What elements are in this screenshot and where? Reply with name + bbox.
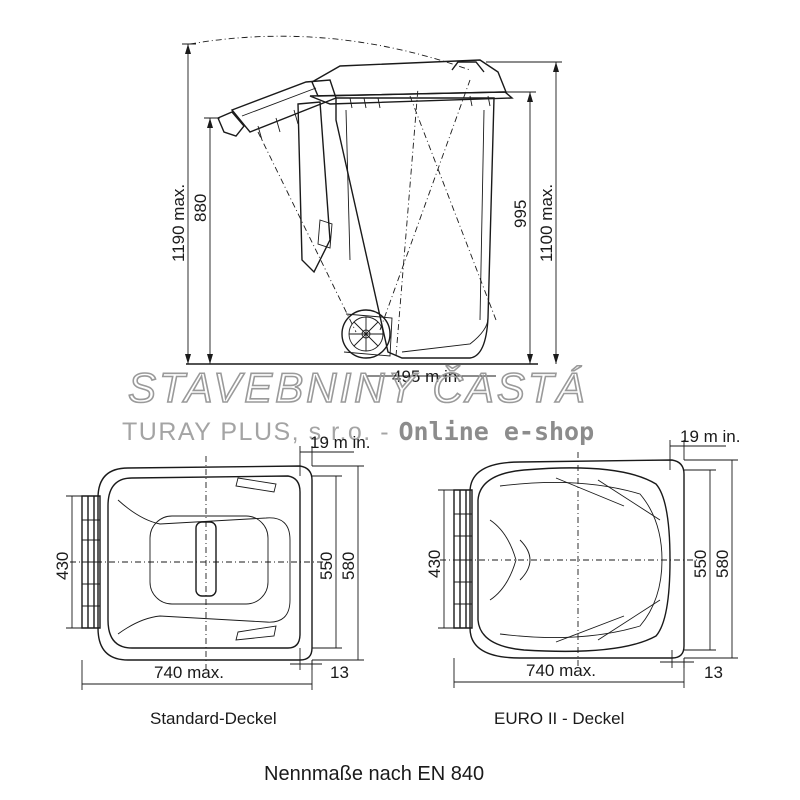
euro-lid-ridge xyxy=(489,519,531,601)
watermark: STAVEBNINY ČASTÁ TURAY PLUS, s.r.o. - On… xyxy=(122,363,594,446)
euro-label-19-min: 19 m in. xyxy=(680,427,740,446)
watermark-shop: Online e-shop xyxy=(398,417,594,446)
standard-label-580: 580 xyxy=(339,552,358,580)
arrow-1190-top xyxy=(185,44,191,54)
tilt-line-1 xyxy=(257,131,357,333)
standard-label-430: 430 xyxy=(53,552,72,580)
dim-line-1100 xyxy=(486,61,562,364)
lid-swing-arc xyxy=(189,35,471,71)
rim-teeth xyxy=(349,95,491,109)
euro-dim-19 xyxy=(669,440,726,470)
euro-lid-outline xyxy=(477,467,671,653)
label-1100-max: 1100 max. xyxy=(537,184,556,262)
rear-column-grip xyxy=(317,219,333,249)
wheel xyxy=(341,309,393,359)
arrow-1190-bottom xyxy=(185,354,191,364)
side-view: 1190 max. 880 995 1100 max. 495 m in. xyxy=(169,35,562,386)
top-view-euro: 430 550 580 740 max. 19 m in. 13 EURO II… xyxy=(425,427,740,728)
standard-dim-430 xyxy=(66,495,82,629)
euro-label-550: 550 xyxy=(691,550,710,578)
standard-clips xyxy=(235,477,277,641)
arrow-1100-bottom xyxy=(553,354,559,364)
euro-label-740-max: 740 max. xyxy=(526,661,596,680)
standard-outer-outline xyxy=(97,465,313,661)
euro-label-430: 430 xyxy=(425,550,444,578)
standard-label-13: 13 xyxy=(330,663,349,682)
closed-lid xyxy=(311,59,508,97)
dim-line-880 xyxy=(204,117,220,364)
tilt-line-2 xyxy=(379,79,471,331)
euro-label-580: 580 xyxy=(713,550,732,578)
top-view-standard: 430 550 580 740 max. 19 m in. 13 Standar… xyxy=(53,433,370,728)
bin-body-outline xyxy=(335,97,495,359)
open-lid xyxy=(230,79,337,133)
standard-dim-580 xyxy=(312,465,364,661)
euro-lid-cross xyxy=(555,477,661,643)
euro-outer-outline xyxy=(469,459,685,659)
euro-dim-430 xyxy=(438,489,454,629)
arrow-995-bottom xyxy=(527,354,533,364)
arrow-880-bottom xyxy=(207,354,213,364)
label-995: 995 xyxy=(511,200,530,228)
standard-hinge-ribs xyxy=(82,519,100,607)
standard-dim-13 xyxy=(290,648,322,670)
standard-lid-outline xyxy=(107,475,301,649)
dim-line-995 xyxy=(506,91,536,364)
tilt-line-3 xyxy=(409,95,497,321)
euro-dim-550 xyxy=(684,469,716,651)
standard-label-19-min: 19 m in. xyxy=(310,433,370,452)
arrow-880-top xyxy=(207,118,213,128)
dim-line-1190 xyxy=(182,43,196,364)
watermark-company-name: TURAY PLUS, s.r.o. - xyxy=(122,418,398,446)
euro-caption: EURO II - Deckel xyxy=(494,709,624,728)
euro-dim-13 xyxy=(660,650,694,668)
standard-lid-panel xyxy=(117,499,291,635)
open-lid-inner xyxy=(241,87,317,141)
label-495-min: 495 m in. xyxy=(392,367,462,386)
euro-dim-580 xyxy=(684,459,738,659)
standard-caption: Standard-Deckel xyxy=(150,709,277,728)
bin-bottom-step xyxy=(401,317,489,353)
standard-label-550: 550 xyxy=(317,552,336,580)
standard-recess xyxy=(149,515,269,605)
standard-dim-550 xyxy=(312,475,342,649)
footer-standard-note: Nennmaße nach EN 840 xyxy=(264,763,484,785)
arrow-995-top xyxy=(527,92,533,102)
lid-handle xyxy=(451,61,485,73)
standard-dim-19 xyxy=(299,446,354,476)
arrow-1100-top xyxy=(553,62,559,72)
euro-label-13: 13 xyxy=(704,663,723,682)
bin-body-inner-wall xyxy=(345,109,485,321)
watermark-title: STAVEBNINY ČASTÁ xyxy=(128,364,588,411)
rear-column xyxy=(297,101,331,274)
standard-label-740-max: 740 max. xyxy=(154,663,224,682)
tilt-line-4 xyxy=(395,87,419,357)
label-1190-max: 1190 max. xyxy=(169,184,188,262)
label-880: 880 xyxy=(191,194,210,222)
standard-grip xyxy=(195,521,217,597)
rear-handle xyxy=(217,111,245,137)
watermark-company: TURAY PLUS, s.r.o. - Online e-shop xyxy=(122,417,594,446)
